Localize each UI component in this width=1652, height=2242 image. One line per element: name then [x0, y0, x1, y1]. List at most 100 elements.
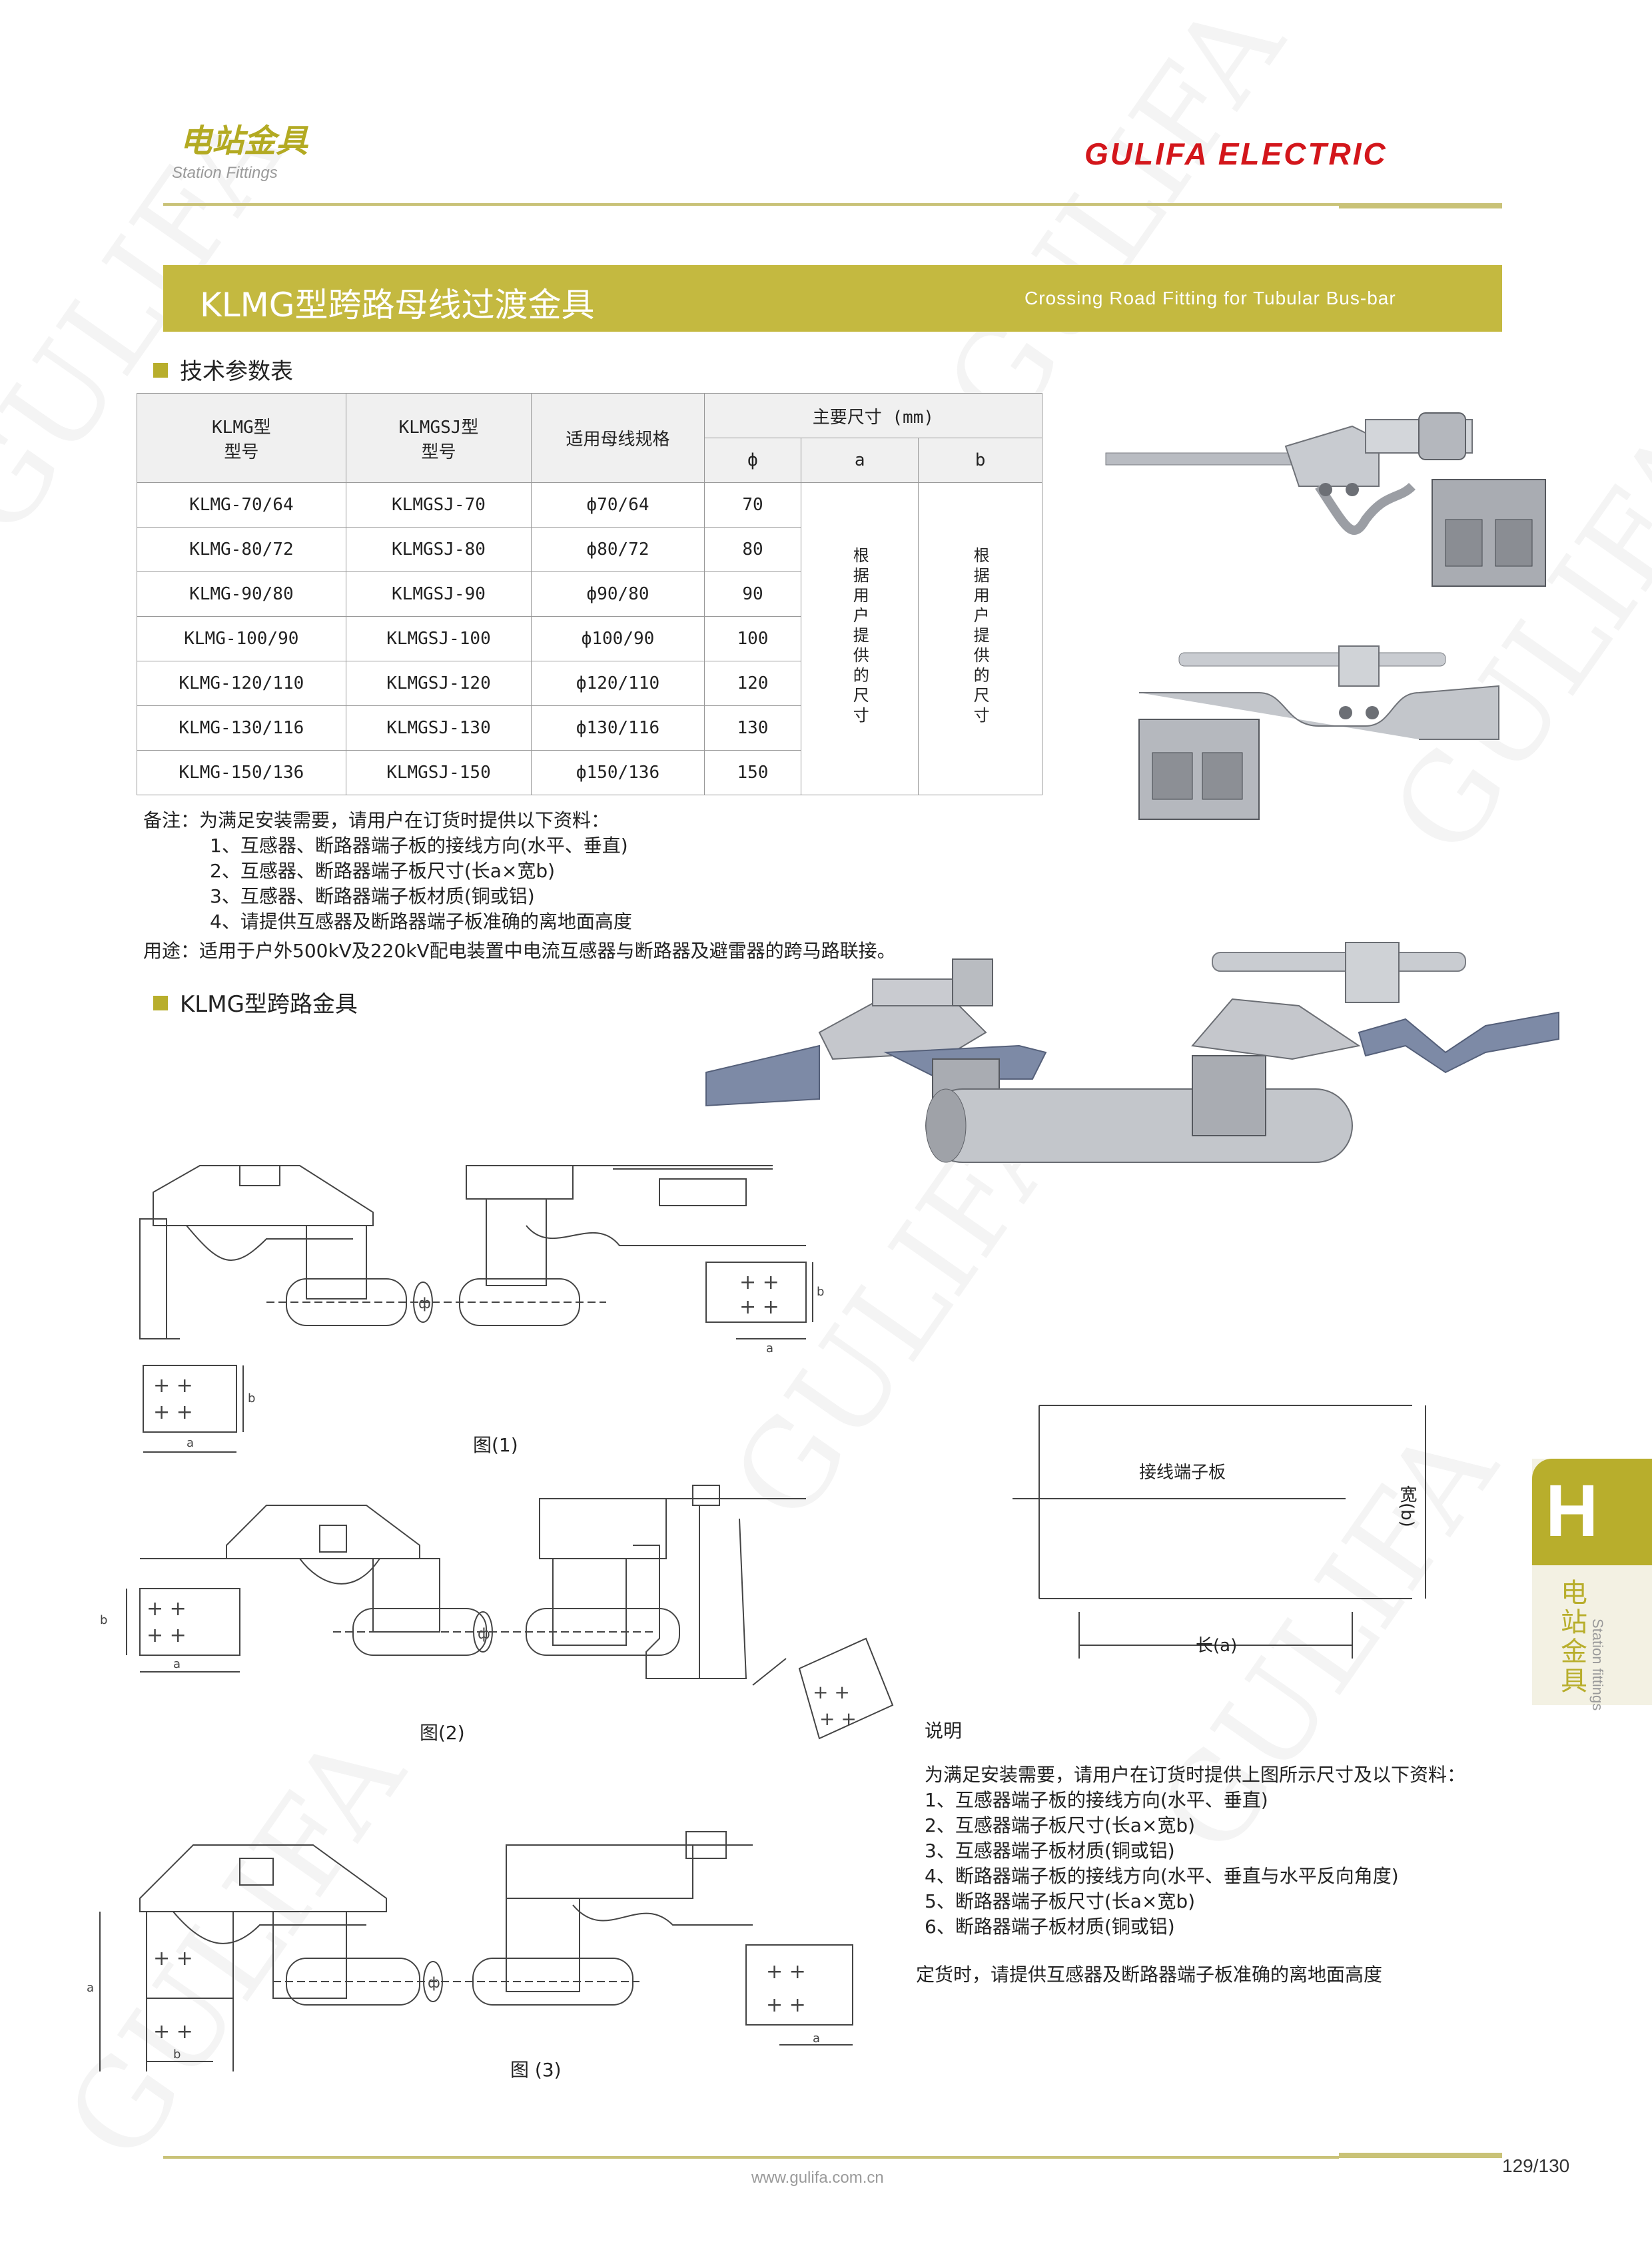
notes-item: 3、互感器、断路器端子板材质(铜或铝) — [210, 885, 535, 907]
section-heading: KLMG型跨路金具 — [153, 986, 358, 1018]
side-tab-letter: H — [1545, 1470, 1599, 1552]
order-note: 定货时，请提供互感器及断路器端子板准确的离地面高度 — [916, 1964, 1383, 1986]
header-divider — [163, 203, 1339, 206]
merged-b-text: 根据用户提供的尺寸 — [971, 546, 990, 727]
cell-klmg: KLMG-80/72 — [137, 527, 346, 572]
table-row: KLMG-100/90 KLMGSJ-100 ф100/90 100 — [137, 616, 1042, 661]
cell-klmg: KLMG-100/90 — [137, 616, 346, 661]
figure-1-caption: 图(1) — [473, 1434, 518, 1456]
cell-phi: 70 — [703, 482, 802, 528]
explain-item: 1、互感器端子板的接线方向(水平、垂直) — [925, 1789, 1268, 1811]
cell-phi: 90 — [703, 571, 802, 617]
table-row: KLMG-90/80 KLMGSJ-90 ф90/80 90 — [137, 571, 1042, 617]
table-header-b: b — [918, 438, 1042, 483]
svg-text:+ +: + + — [766, 1960, 806, 1984]
explain-item: 2、互感器端子板尺寸(长a×宽b) — [925, 1814, 1196, 1836]
side-tab-header — [1532, 1459, 1652, 1565]
section-title: 电站金具 — [180, 123, 308, 160]
dim-b-label: b — [248, 1391, 255, 1405]
table-header-spec: 适用母线规格 — [531, 393, 705, 483]
explain-item: 5、断路器端子板尺寸(长a×宽b) — [925, 1890, 1196, 1912]
figure-2-drawing: ф + + + + b a + + + + — [100, 1485, 894, 1740]
notes-lead: 备注：为满足安装需要，请用户在订货时提供以下资料： — [143, 809, 610, 831]
svg-text:+ +: + + — [739, 1271, 779, 1294]
section-heading: 技术参数表 — [153, 353, 293, 386]
cell-klmgsj: KLMGSJ-80 — [345, 527, 532, 572]
product-title-en: Crossing Road Fitting for Tubular Bus-ba… — [1025, 288, 1396, 308]
terminal-board-diagram — [1013, 1405, 1426, 1659]
cell-klmg: KLMG-120/110 — [137, 661, 346, 706]
svg-text:+ +: + + — [813, 1681, 850, 1703]
table-header-main-dims: 主要尺寸 (mm) — [703, 393, 1043, 438]
cell-klmg: KLMG-130/116 — [137, 705, 346, 751]
footer-divider-accent — [1339, 2153, 1502, 2158]
bullet-square-icon — [153, 996, 168, 1010]
header-divider-accent — [1339, 203, 1502, 208]
table-header-klmg: KLMG型 型号 — [137, 393, 346, 483]
svg-text:+ +: + + — [153, 1374, 193, 1397]
product-photo-2 — [1138, 645, 1499, 820]
terminal-board-label: 接线端子板 — [1139, 1463, 1226, 1483]
cell-b-merged: 根据用户提供的尺寸 — [918, 482, 1042, 795]
svg-text:+ +: + + — [153, 1947, 193, 1970]
section-heading-text: 技术参数表 — [180, 358, 293, 385]
cell-spec: ф120/110 — [531, 661, 705, 706]
dim-a-label: a — [87, 1981, 94, 1995]
svg-text:+ +: + + — [739, 1296, 779, 1319]
cell-klmgsj: KLMGSJ-100 — [345, 616, 532, 661]
section-heading-text: KLMG型跨路金具 — [180, 991, 358, 1018]
table-row: KLMG-150/136 KLMGSJ-150 ф150/136 150 — [137, 750, 1042, 795]
cell-klmgsj: KLMGSJ-90 — [345, 571, 532, 617]
notes-item: 1、互感器、断路器端子板的接线方向(水平、垂直) — [210, 835, 628, 857]
cell-spec: ф100/90 — [531, 616, 705, 661]
section-subtitle: Station Fittings — [172, 164, 278, 182]
cell-klmg: KLMG-150/136 — [137, 750, 346, 795]
dim-a-label: a — [766, 1341, 773, 1355]
watermark-text: GULIFA — [919, 0, 1310, 453]
explain-block: 为满足安装需要，请用户在订货时提供上图所示尺寸及以下资料： 1、互感器端子板的接… — [925, 1762, 1524, 1940]
cell-spec: ф130/116 — [531, 705, 705, 751]
svg-text:+ +: + + — [153, 2020, 193, 2044]
merged-a-text: 根据用户提供的尺寸 — [850, 546, 869, 727]
side-tab-cn: 电站金具 — [1556, 1579, 1587, 1696]
cell-spec: ф70/64 — [531, 482, 705, 528]
table-row: KLMG-120/110 KLMGSJ-120 ф120/110 120 — [137, 661, 1042, 706]
explain-item: 3、互感器端子板材质(铜或铝) — [925, 1840, 1175, 1862]
phi-label: ф — [418, 1296, 431, 1312]
notes-item: 2、互感器、断路器端子板尺寸(长a×宽b) — [210, 860, 556, 882]
cell-phi: 150 — [703, 750, 802, 795]
product-photo-1 — [1105, 412, 1546, 587]
cell-phi: 130 — [703, 705, 802, 751]
assembly-3d-illustration — [705, 942, 1559, 1163]
phi-label: ф — [478, 1626, 490, 1643]
side-tab-en: Station fittings — [1589, 1619, 1606, 1711]
dim-b-label: b — [100, 1613, 107, 1627]
dim-a-label: a — [173, 1657, 181, 1671]
table-header-klmgsj: KLMGSJ型 型号 — [345, 393, 532, 483]
notes-block: 备注：为满足安装需要，请用户在订货时提供以下资料： 1、互感器、断路器端子板的接… — [143, 808, 1142, 964]
explain-item: 4、断路器端子板的接线方向(水平、垂直与水平反向角度) — [925, 1865, 1399, 1887]
dim-b-label: b — [173, 2048, 181, 2061]
table-row: KLMG-130/116 KLMGSJ-130 ф130/116 130 — [137, 705, 1042, 751]
svg-text:+ +: + + — [819, 1708, 857, 1730]
explain-lead: 为满足安装需要，请用户在订货时提供上图所示尺寸及以下资料： — [925, 1764, 1466, 1786]
cell-klmg: KLMG-90/80 — [137, 571, 346, 617]
cell-phi: 100 — [703, 616, 802, 661]
bullet-square-icon — [153, 363, 168, 378]
svg-text:+ +: + + — [766, 1994, 806, 2017]
table-header-a: a — [801, 438, 919, 483]
svg-text:+ +: + + — [147, 1624, 187, 1647]
terminal-length-label: 长(a) — [1196, 1636, 1238, 1656]
cell-spec: ф150/136 — [531, 750, 705, 795]
cell-phi: 120 — [703, 661, 802, 706]
brand-logo: GULIFA ELECTRIC — [1084, 137, 1388, 171]
parameter-table: KLMG型 型号 KLMGSJ型 型号 适用母线规格 主要尺寸 (mm) ф a… — [137, 393, 1043, 795]
svg-text:+ +: + + — [153, 1401, 193, 1424]
footer-divider — [163, 2156, 1339, 2159]
cell-spec: ф90/80 — [531, 571, 705, 617]
product-title: KLMG型跨路母线过渡金具 — [200, 286, 595, 324]
figure-3-drawing: + + + + a b ф + + + + a — [87, 1831, 853, 2071]
figure-2-caption: 图(2) — [420, 1722, 465, 1744]
phi-label: ф — [428, 1975, 440, 1992]
table-header-phi: ф — [703, 438, 802, 483]
